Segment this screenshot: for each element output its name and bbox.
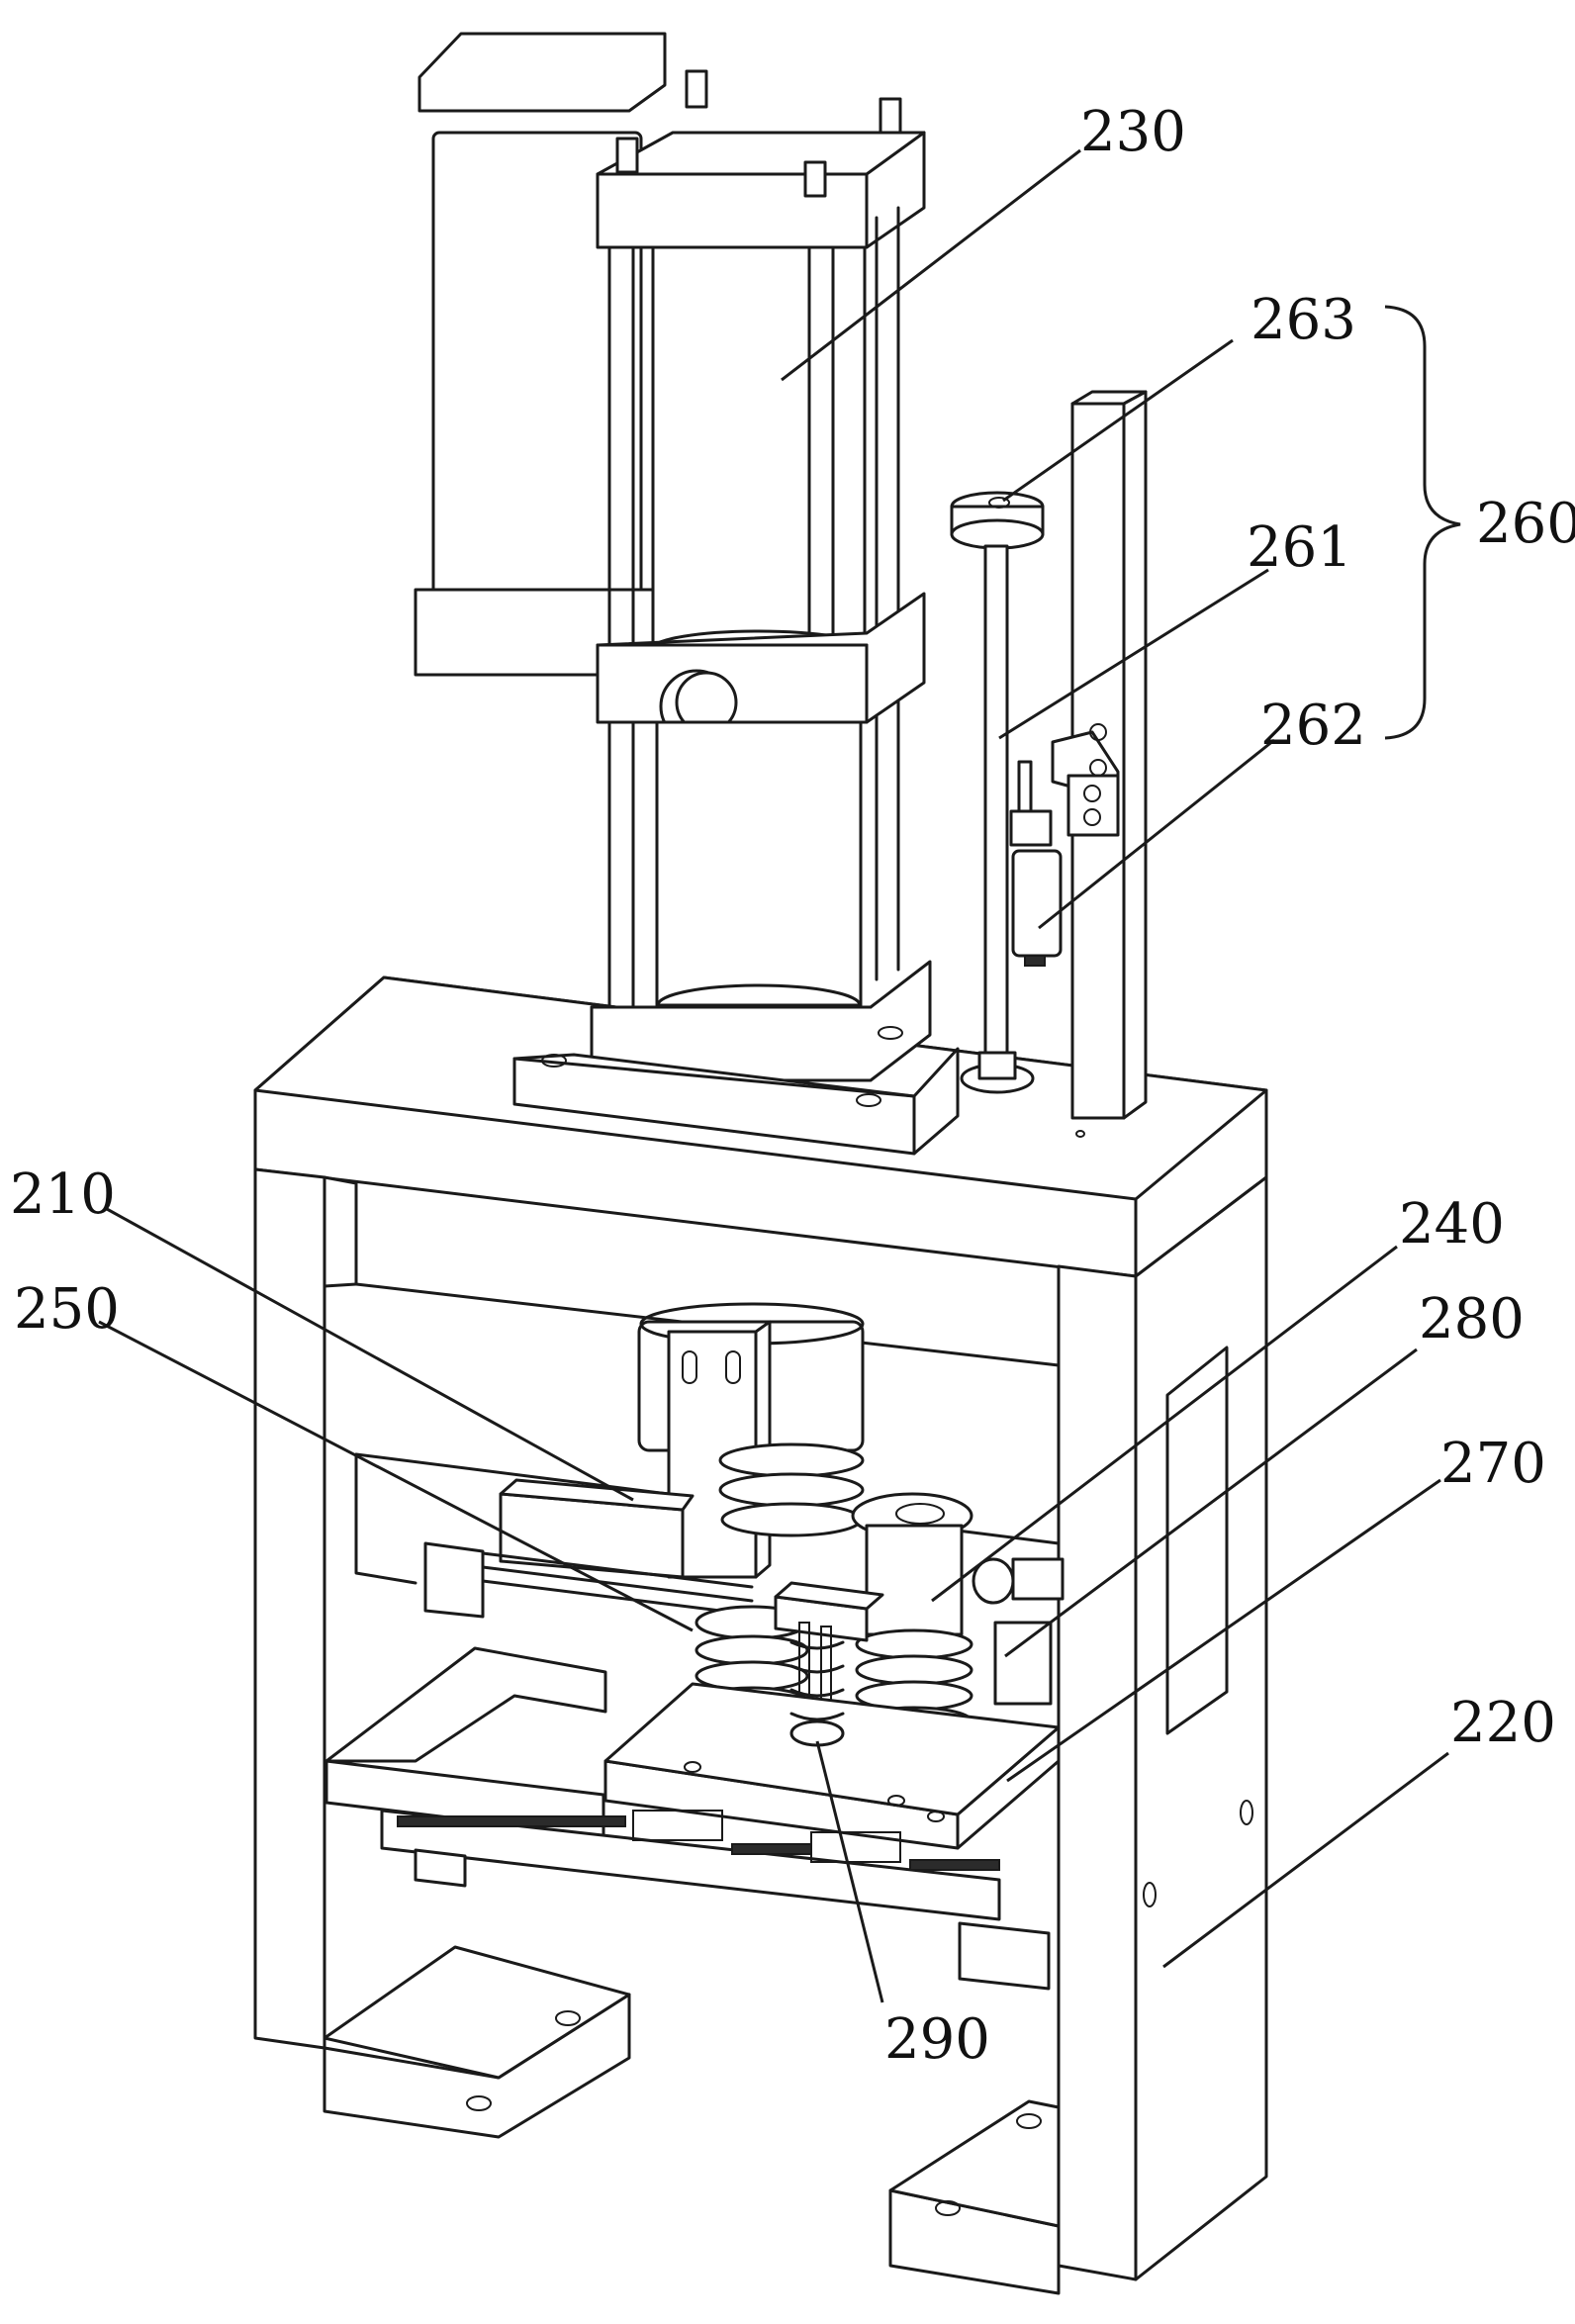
cylinder-230 <box>414 32 960 1156</box>
carriage-290 <box>789 1640 845 1747</box>
callout-280: 280 <box>1419 1287 1525 1351</box>
worktable-270 <box>603 1682 1061 1850</box>
callout-230: 230 <box>1080 100 1186 164</box>
callout-261: 261 <box>1247 515 1352 580</box>
callout-240: 240 <box>1399 1192 1505 1256</box>
press-head <box>637 1302 865 1579</box>
callout-250: 250 <box>14 1277 120 1342</box>
callout-263: 263 <box>1251 288 1356 352</box>
callout-262: 262 <box>1260 694 1366 758</box>
clamp-280 <box>774 1581 884 1750</box>
callout-labels: 230 263 260 261 262 210 250 240 280 270 … <box>10 100 1575 2072</box>
sliding-frame-250 <box>324 1646 1051 1991</box>
callout-270: 270 <box>1440 1432 1546 1496</box>
callout-220: 220 <box>1450 1691 1556 1755</box>
leader-lines <box>98 148 1461 2003</box>
callout-290: 290 <box>884 2007 990 2072</box>
callout-210: 210 <box>10 1162 116 1227</box>
slide-rail-210 <box>423 1478 754 1619</box>
callout-260: 260 <box>1476 492 1575 556</box>
sensor-assembly-260 <box>950 390 1148 1138</box>
